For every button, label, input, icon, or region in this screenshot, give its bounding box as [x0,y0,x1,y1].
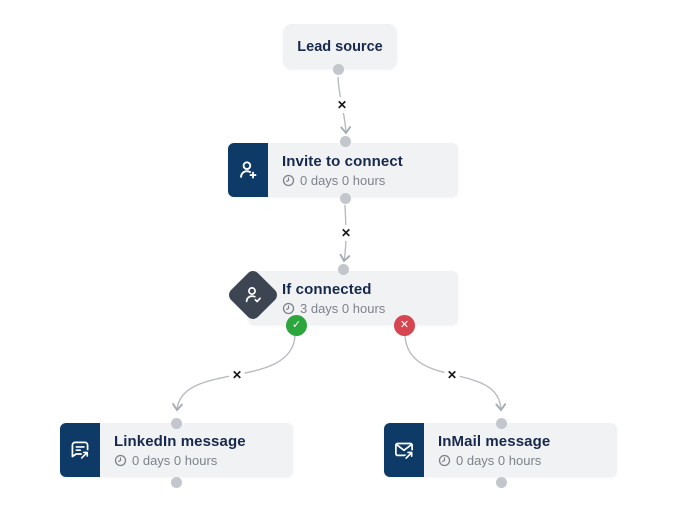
clock-icon [282,302,295,314]
port-condition-top[interactable] [337,263,349,275]
check-icon: ✓ [291,319,302,331]
port-invite-top[interactable] [339,135,351,147]
cross-icon: ✕ [399,319,410,331]
clock-icon [282,174,295,186]
node-title: LinkedIn message [114,432,246,450]
node-linkedin-message[interactable]: LinkedIn message 0 days 0 hours [60,423,293,477]
clock-icon [114,454,127,466]
branch-yes-port[interactable]: ✓ [286,315,307,336]
delay-label: 0 days 0 hours [282,173,458,188]
edge-delete-button[interactable]: ✕ [334,97,350,113]
mail-send-icon [384,423,424,477]
port-invite-bottom[interactable] [339,192,351,204]
port-linkedin-top[interactable] [170,417,182,429]
port-lead-source-bottom[interactable] [332,63,344,75]
port-inmail-top[interactable] [495,417,507,429]
person-add-icon [228,143,268,197]
delay-label: 0 days 0 hours [438,453,617,468]
node-title: Lead source [297,38,383,55]
node-inmail-message[interactable]: InMail message 0 days 0 hours [384,423,617,477]
delay-text: 0 days 0 hours [456,452,542,468]
delay-text: 3 days 0 hours [300,300,386,316]
chat-send-icon [60,423,100,477]
delay-label: 0 days 0 hours [114,453,293,468]
branch-no-port[interactable]: ✕ [394,315,415,336]
node-if-connected[interactable]: If connected 3 days 0 hours [248,271,458,325]
delay-text: 0 days 0 hours [300,172,386,188]
port-inmail-bottom[interactable] [495,476,507,488]
port-linkedin-bottom[interactable] [170,476,182,488]
node-title: InMail message [438,432,551,450]
clock-icon [438,454,451,466]
edge-delete-button[interactable]: ✕ [444,367,460,383]
edge-delete-button[interactable]: ✕ [338,225,354,241]
node-lead-source[interactable]: Lead source [283,24,397,69]
node-title: If connected [282,280,372,298]
delay-label: 3 days 0 hours [282,301,458,316]
edge-delete-button[interactable]: ✕ [229,367,245,383]
node-invite-to-connect[interactable]: Invite to connect 0 days 0 hours [228,143,458,197]
delay-text: 0 days 0 hours [132,452,218,468]
node-title: Invite to connect [282,152,403,170]
person-check-icon [226,268,280,322]
